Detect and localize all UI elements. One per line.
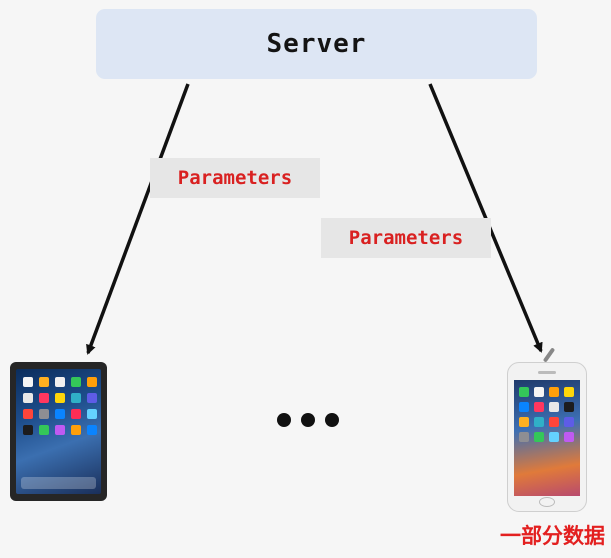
phone-app-grid — [519, 387, 574, 442]
arrow-server-to-phone — [428, 83, 543, 353]
arrow-server-to-tablet — [86, 83, 190, 355]
phone-speaker — [538, 371, 556, 374]
ellipsis-icon — [277, 413, 339, 427]
edge-label-right: Parameters — [321, 218, 491, 258]
iphone-icon — [507, 362, 587, 512]
server-node: Server — [96, 9, 537, 79]
ipad-icon — [10, 362, 107, 501]
phone-screen — [514, 380, 580, 496]
footer-note: 一部分数据 — [500, 524, 605, 548]
server-label: Server — [266, 29, 367, 59]
tablet-dock — [21, 477, 96, 489]
home-button-icon — [539, 497, 555, 507]
dot — [325, 413, 339, 427]
dot — [301, 413, 315, 427]
dot — [277, 413, 291, 427]
tablet-app-grid — [23, 377, 97, 435]
edge-label-left: Parameters — [150, 158, 320, 198]
tablet-screen — [16, 369, 101, 494]
